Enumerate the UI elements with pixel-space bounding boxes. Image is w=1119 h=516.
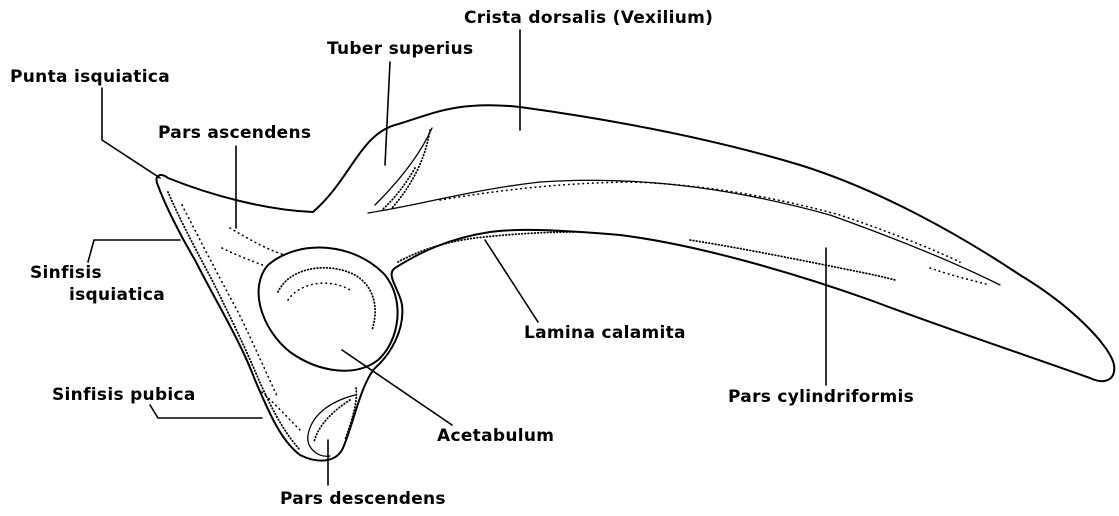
label-lamina-calamita: Lamina calamita	[524, 324, 686, 342]
label-crista-dorsalis: Crista dorsalis (Vexilium)	[464, 9, 713, 27]
label-pars-cylindriformis: Pars cylindriformis	[728, 388, 914, 406]
leader-acetabulum	[342, 350, 452, 425]
acetabulum-rim-stipple-2	[288, 283, 350, 300]
leader-sinfisis-isquiatica	[88, 240, 180, 262]
leader-tuber-superius	[385, 62, 390, 165]
label-pars-descendens: Pars descendens	[280, 490, 446, 508]
stipple-ascendens	[222, 228, 285, 268]
label-sinfisis-pubica: Sinfisis pubica	[52, 386, 196, 404]
label-sinfisis-isquiatica-line1: Sinfisis	[30, 264, 102, 282]
tuber-ridge	[375, 128, 432, 205]
label-acetabulum: Acetabulum	[437, 427, 554, 445]
shaft-ridge	[368, 180, 1000, 285]
descendens-inner	[308, 395, 355, 456]
leader-lamina-calamita	[485, 240, 538, 322]
label-tuber-superius: Tuber superius	[327, 40, 473, 58]
leader-sinfisis-pubica	[150, 405, 262, 418]
acetabulum-outline	[259, 248, 398, 371]
stipple-ischium-inner	[182, 205, 278, 398]
stipple-lamina	[398, 232, 575, 262]
leader-punta-isquiatica	[102, 88, 160, 178]
label-sinfisis-isquiatica-line2: isquiatica	[69, 286, 165, 304]
label-pars-ascendens: Pars ascendens	[158, 124, 311, 142]
acetabulum-rim-stipple	[278, 268, 375, 330]
bone-outline	[157, 105, 1115, 460]
label-punta-isquiatica: Punta isquiatica	[10, 68, 170, 86]
